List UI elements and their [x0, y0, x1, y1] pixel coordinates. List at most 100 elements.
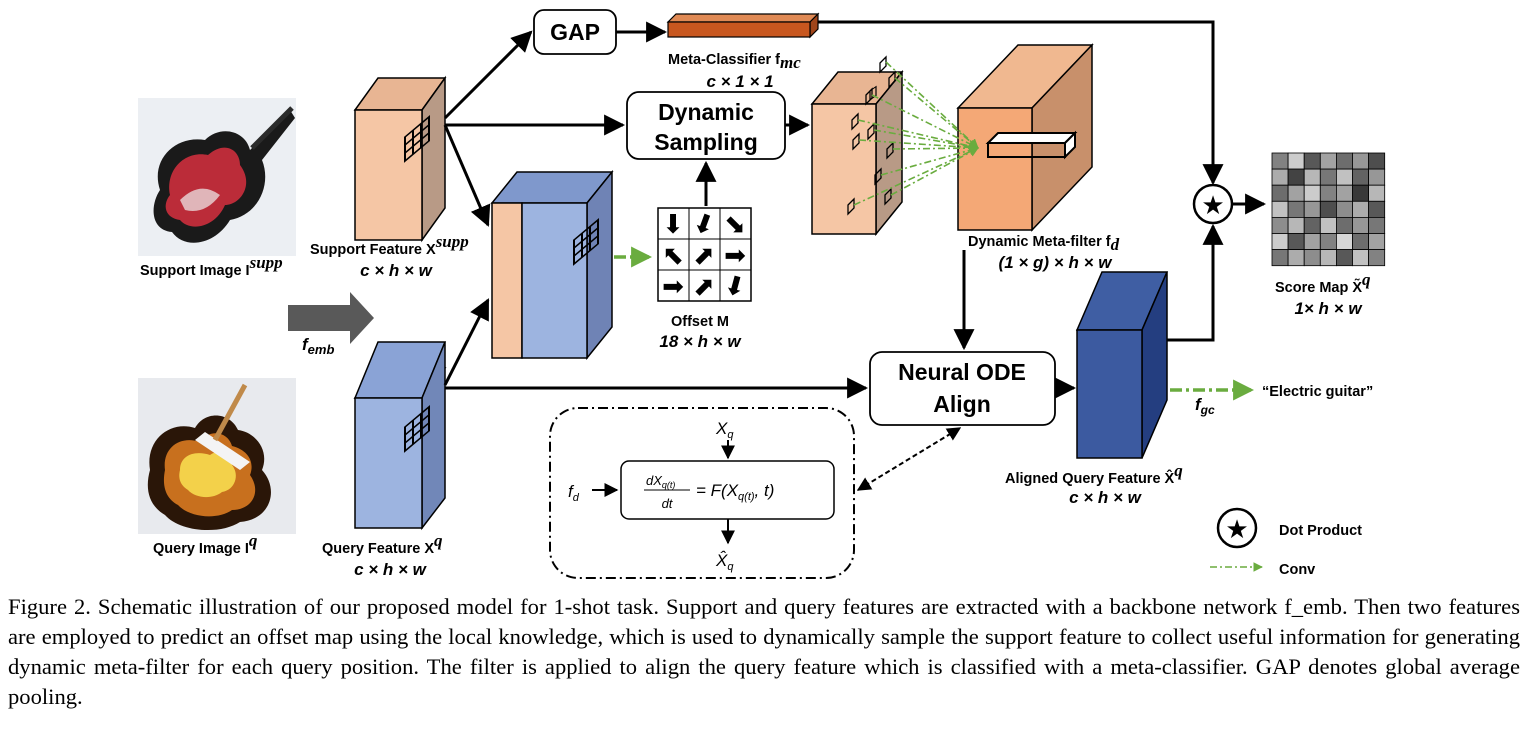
svg-text:★: ★ — [1201, 190, 1224, 220]
flow-arrows — [443, 20, 1267, 399]
svg-text:Dynamic: Dynamic — [658, 99, 754, 125]
ode-output-xhat: X̂q — [715, 550, 734, 573]
svg-text:⬉: ⬉ — [662, 240, 684, 270]
score-map-cell — [1352, 233, 1370, 251]
conv-arrows — [614, 246, 1255, 401]
svg-text:➡: ➡ — [724, 240, 746, 270]
score-map-cell — [1287, 233, 1305, 251]
svg-text:⬇: ⬇ — [662, 209, 684, 239]
score-map-cell — [1287, 184, 1305, 202]
f-gc-label: fgc — [1195, 395, 1215, 417]
score-map-cell — [1303, 249, 1321, 267]
score-map-cell — [1368, 184, 1386, 202]
score-map-cell — [1352, 200, 1370, 218]
svg-text:GAP: GAP — [550, 19, 600, 45]
svg-text:⬈: ⬈ — [693, 271, 715, 301]
offset-label: Offset M — [671, 314, 729, 330]
score-map-cell — [1352, 249, 1370, 267]
gap-box: GAP — [533, 9, 617, 55]
svg-text:⬊: ⬊ — [724, 209, 746, 239]
score-map-cell — [1368, 152, 1386, 170]
svg-text:Align: Align — [933, 391, 991, 417]
query-feature-dim: c × h × w — [354, 560, 428, 579]
score-map — [1271, 152, 1386, 267]
meta-classifier-dim: c × 1 × 1 — [706, 72, 773, 91]
score-map-cell — [1319, 200, 1337, 218]
diagram: GAP Meta-Classifier fmc c × 1 × 1 Dynami… — [138, 9, 1386, 579]
support-image-label: Support Image Isupp — [140, 253, 283, 279]
score-map-cell — [1271, 168, 1289, 186]
score-map-cell — [1287, 152, 1305, 170]
concat-feature-block — [490, 169, 614, 361]
svg-text:Neural ODE: Neural ODE — [898, 359, 1026, 385]
score-map-cell — [1303, 168, 1321, 186]
score-map-cell — [1352, 184, 1370, 202]
score-map-cell — [1287, 216, 1305, 234]
score-map-label: Score Map X̃q — [1275, 270, 1371, 296]
ode-rhs: = F(Xq(t), t) — [696, 481, 774, 503]
figure-caption: Figure 2. Schematic illustration of our … — [8, 594, 1520, 709]
score-map-cell — [1303, 200, 1321, 218]
legend-dot-product-icon: ★ — [1216, 507, 1258, 549]
score-map-cell — [1287, 200, 1305, 218]
score-map-cell — [1319, 152, 1337, 170]
score-map-cell — [1319, 216, 1337, 234]
score-map-cell — [1287, 168, 1305, 186]
score-map-cell — [1303, 152, 1321, 170]
score-map-cell — [1336, 184, 1353, 202]
svg-text:➡: ➡ — [662, 271, 684, 301]
score-map-cell — [1336, 200, 1353, 218]
legend-conv: Conv — [1279, 562, 1315, 578]
score-map-cell — [1336, 249, 1353, 267]
score-map-cell — [1368, 200, 1386, 218]
sampled-support-block — [810, 55, 904, 237]
score-map-cell — [1352, 216, 1370, 234]
score-map-cell — [1336, 168, 1353, 186]
score-map-cell — [1352, 168, 1370, 186]
score-map-cell — [1368, 233, 1386, 251]
score-map-cell — [1287, 249, 1305, 267]
score-map-cell — [1336, 233, 1353, 251]
support-feature-label: Support Feature Xsupp — [310, 232, 469, 258]
meta-filter-block — [956, 43, 1094, 232]
support-feature-block — [353, 75, 447, 243]
score-map-cell — [1352, 152, 1370, 170]
conv-arrows-sampling — [853, 61, 979, 206]
dynamic-sampling-box: Dynamic Sampling — [626, 91, 786, 160]
svg-text:⬈: ⬈ — [693, 240, 715, 270]
score-map-cell — [1303, 184, 1321, 202]
aligned-query-dim: c × h × w — [1069, 488, 1143, 507]
score-map-cell — [1368, 216, 1386, 234]
query-image — [138, 378, 296, 534]
score-map-cell — [1319, 249, 1337, 267]
offset-dim: 18 × h × w — [659, 332, 742, 351]
electric-guitar-label: “Electric guitar” — [1262, 384, 1373, 400]
score-map-cell — [1336, 216, 1353, 234]
svg-text:★: ★ — [1225, 514, 1248, 544]
meta-classifier-label: Meta-Classifier fmc — [668, 52, 801, 72]
ode-detail-box — [549, 407, 855, 579]
ode-input-fd: fd — [568, 482, 580, 504]
score-map-cell — [1303, 233, 1321, 251]
meta-classifier-bar — [666, 12, 820, 39]
score-map-cell — [1336, 152, 1353, 170]
aligned-query-label: Aligned Query Feature X̂q — [1005, 461, 1183, 487]
score-map-cell — [1319, 233, 1337, 251]
ode-denominator: dt — [662, 496, 674, 511]
score-map-cell — [1271, 200, 1289, 218]
legend: ★ Dot Product Conv — [1210, 507, 1362, 578]
embedding-arrow — [288, 292, 374, 344]
score-map-cell — [1319, 184, 1337, 202]
query-feature-block — [353, 341, 447, 531]
score-map-dim: 1× h × w — [1294, 299, 1363, 318]
score-map-cell — [1271, 249, 1289, 267]
meta-filter-dim: (1 × g) × h × w — [999, 253, 1114, 272]
offset-grid: ⬇ ⬇ ⬊ ⬉ ⬈ ➡ ➡ ⬈ ⬇ — [657, 206, 752, 303]
aligned-query-block — [1075, 271, 1169, 459]
support-feature-dim: c × h × w — [360, 261, 434, 280]
score-map-cell — [1303, 216, 1321, 234]
score-map-cell — [1368, 168, 1386, 186]
legend-dot-product: Dot Product — [1279, 523, 1362, 539]
score-map-cell — [1368, 249, 1386, 267]
score-map-cell — [1319, 168, 1337, 186]
